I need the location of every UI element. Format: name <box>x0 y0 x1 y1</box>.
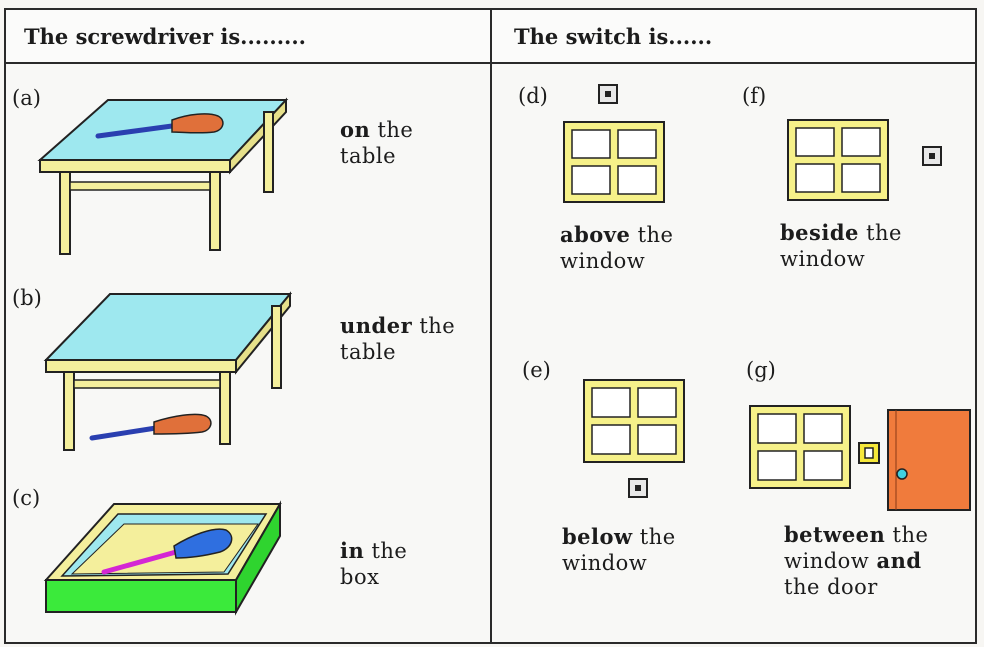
caption-f: beside the window <box>780 220 902 272</box>
header-screwdriver: The screwdriver is......... <box>6 10 490 64</box>
label-f: (f) <box>742 84 766 108</box>
door-icon-g <box>886 408 972 512</box>
box-with-screwdriver-inside-illustration <box>44 496 284 616</box>
table-with-screwdriver-on-top-illustration <box>38 98 298 258</box>
window-icon-g <box>748 404 852 490</box>
switch-icon-f <box>922 146 942 166</box>
column-divider <box>490 8 492 644</box>
label-e: (e) <box>522 358 551 382</box>
label-g: (g) <box>746 358 776 382</box>
label-a: (a) <box>12 86 41 110</box>
caption-a: on the table <box>340 117 413 169</box>
caption-d: above the window <box>560 222 673 274</box>
caption-b: under the table <box>340 313 455 365</box>
caption-g: between the window and the door <box>784 522 928 600</box>
switch-icon-d <box>598 84 618 104</box>
window-icon-d <box>562 120 666 204</box>
label-b: (b) <box>12 286 42 310</box>
caption-c: in the box <box>340 538 407 590</box>
switch-icon-e <box>628 478 648 498</box>
label-c: (c) <box>12 486 40 510</box>
window-icon-f <box>786 118 890 202</box>
caption-e: below the window <box>562 524 676 576</box>
switch-icon-g <box>858 442 880 464</box>
window-icon-e <box>582 378 686 464</box>
header-switch: The switch is...... <box>492 10 975 64</box>
table-with-screwdriver-under-illustration <box>44 292 304 452</box>
label-d: (d) <box>518 84 548 108</box>
